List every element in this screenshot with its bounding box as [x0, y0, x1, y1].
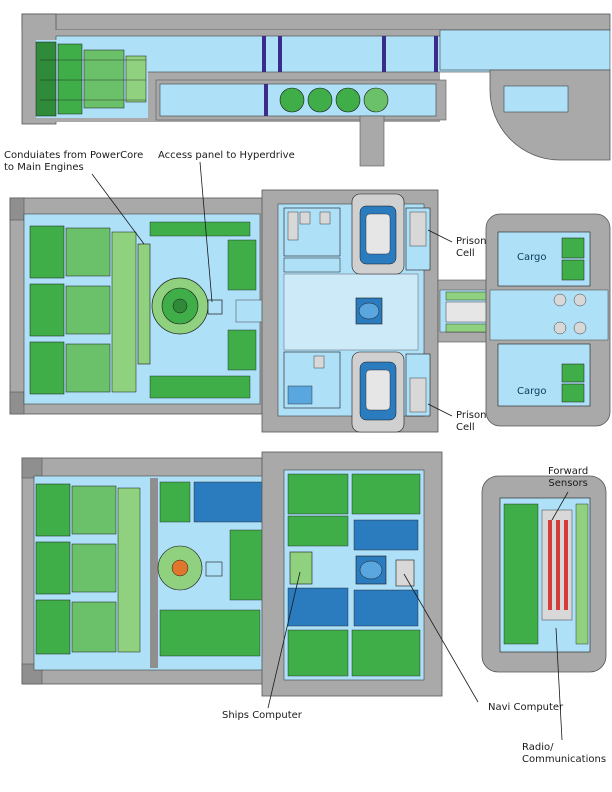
access-panel — [207, 299, 223, 315]
sensor-array — [503, 503, 589, 645]
label-prison-cell-bottom: Prison Cell — [456, 410, 487, 433]
label-radio-communications: Radio/ Communications — [522, 742, 607, 765]
cargo-crates — [561, 237, 585, 403]
escape-pod-bottom-icon — [351, 351, 405, 433]
leader-lines — [91, 161, 569, 741]
cockpit-seats — [553, 293, 587, 335]
label-cargo-bottom: Cargo — [517, 386, 547, 397]
label-access-panel: Access panel to Hyperdrive — [158, 150, 295, 161]
central-table-icon — [355, 297, 383, 325]
upper-generator-icons — [279, 87, 389, 113]
upper-engine-icon — [35, 41, 147, 117]
computer-banks — [287, 473, 421, 677]
lower-engines-icon — [35, 483, 141, 655]
label-cargo-top: Cargo — [517, 252, 547, 263]
label-navi-computer: Navi Computer — [488, 702, 564, 713]
lower-deck-section — [21, 451, 607, 697]
navi-computer-unit — [395, 559, 415, 587]
power-conduit — [137, 243, 151, 365]
lower-hyperdrive-icon — [157, 545, 203, 591]
label-prison-cell-top: Prison Cell — [456, 236, 487, 259]
lower-central-table-icon — [355, 555, 387, 585]
computer-consoles — [287, 519, 419, 627]
upper-deck-section — [21, 13, 611, 167]
lower-battery-banks — [159, 481, 265, 657]
escape-pod-top-icon — [351, 193, 405, 275]
battery-banks — [149, 221, 257, 399]
main-deck-section — [9, 189, 611, 433]
ships-computer-unit — [289, 551, 313, 585]
label-forward-sensors: Forward Sensors — [548, 466, 589, 489]
label-conduits: Conduiates from PowerCore to Main Engine… — [4, 150, 144, 173]
label-ships-computer: Ships Computer — [222, 710, 302, 721]
corridor-machinery — [445, 291, 491, 333]
main-engines-icon — [29, 225, 137, 395]
hyperdrive-ring-icon — [151, 277, 209, 335]
